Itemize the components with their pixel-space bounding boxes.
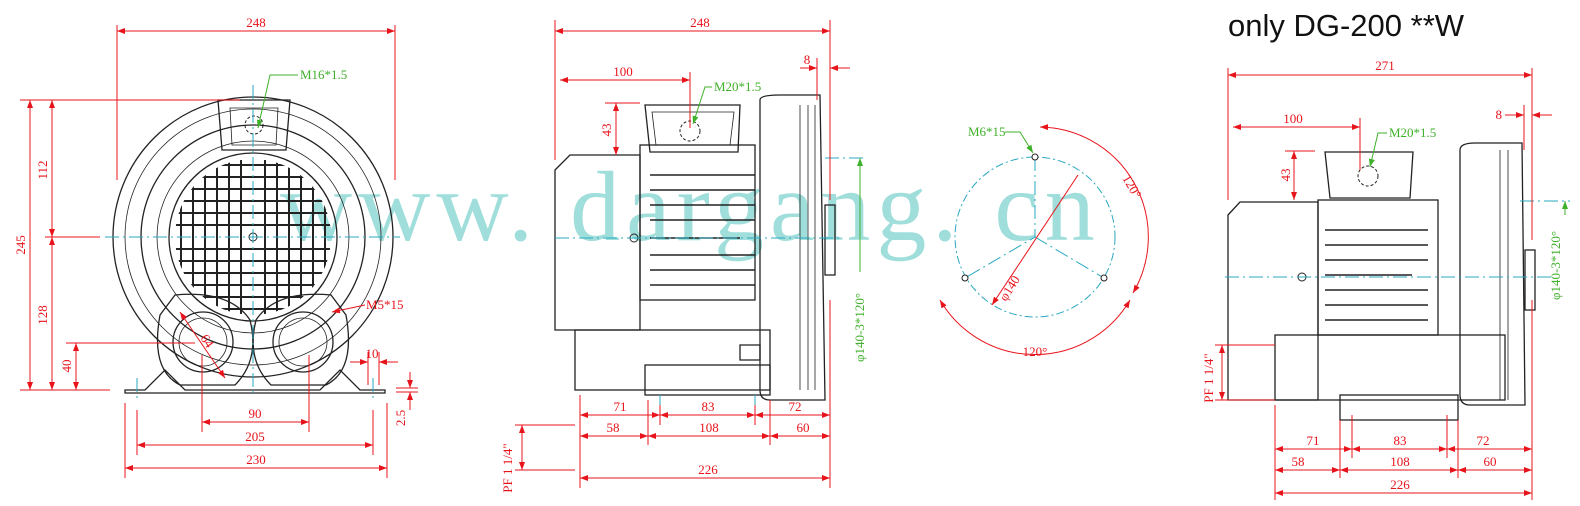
thread-flange-callout: M5*15	[366, 297, 404, 312]
dim-length: 248	[690, 15, 710, 30]
dim-bottom-1a: 71	[614, 399, 627, 414]
port-size-label: PF 1 1/4"	[500, 443, 515, 492]
bolt-hole	[1031, 153, 1039, 161]
dim-bottom-2b: 108	[699, 420, 719, 435]
dim-base-length: 226	[698, 462, 718, 477]
dg200-dim-bottom-2c: 60	[1484, 454, 1497, 469]
mounting-foot	[124, 369, 386, 394]
dg200-dim-bottom-2a: 58	[1292, 454, 1305, 469]
dim-height-lower: 128	[35, 305, 50, 325]
dim-bottom-2c: 60	[797, 420, 810, 435]
bolt-hole	[961, 274, 969, 282]
dg200-dim-terminal-offset: 100	[1283, 111, 1303, 126]
dg200-thread-box-callout: M20*1.5	[1389, 125, 1436, 140]
dim-inlet-height: 40	[59, 360, 74, 373]
dim-box-height: 43	[599, 124, 614, 137]
port-housing	[574, 329, 771, 391]
bolt-circle-diameter: φ140	[996, 273, 1023, 304]
dg200-bottom-dimensions: 71 83 72 58 108 60 226	[1274, 300, 1533, 500]
terminal-box	[644, 104, 741, 153]
dim-mount-holes: 205	[245, 429, 265, 444]
dim-foot-slot: 10	[366, 346, 379, 361]
inlet-flange	[156, 293, 254, 386]
bolt-circle-callout: φ140-3*120°	[852, 293, 867, 362]
dg200-dim-flange-offset: 8	[1496, 107, 1503, 122]
dg200-bolt-circle-callout: φ140-3*120°	[1548, 231, 1563, 300]
dg200-dim-bottom-2b: 108	[1390, 454, 1410, 469]
dim-base-width: 230	[246, 452, 266, 467]
thread-bolt-callout: M6*15	[968, 124, 1006, 139]
watermark: www. dargang. cn	[280, 151, 1101, 262]
outlet-flange	[252, 293, 350, 386]
dim-foot-thickness: 2.5	[393, 410, 408, 426]
outlet-box	[217, 99, 291, 151]
dim-height-upper: 112	[35, 160, 50, 179]
dim-bottom-1c: 72	[789, 399, 802, 414]
dg200-view: only DG-200 **W 271 100 8 43 M20*1.5 φ14…	[1201, 8, 1570, 500]
dim-flange-offset: 8	[804, 52, 811, 67]
variant-title: only DG-200 **W	[1228, 8, 1465, 43]
thread-top-callout: M16*1.5	[300, 67, 347, 82]
dim-bottom-2a: 58	[607, 420, 620, 435]
dim-terminal-offset: 100	[613, 64, 633, 79]
dg200-dim-bottom-1a: 71	[1307, 433, 1320, 448]
angle-bottom: 120°	[1023, 344, 1048, 359]
dg200-port-size-label: PF 1 1/4"	[1201, 353, 1216, 402]
thread-box-callout: M20*1.5	[714, 79, 761, 94]
front-view: 248 245 112 128 40 90 205 230 10 2.5 64 …	[13, 15, 418, 478]
bolt-hole	[1100, 274, 1108, 282]
dg200-dim-base-length: 226	[1390, 477, 1410, 492]
dim-width-top: 248	[246, 15, 266, 30]
dim-bottom-1b: 83	[702, 399, 715, 414]
side-view: 248 100 8 43 M20*1.5 φ140-3*120° PF 1 1/…	[500, 15, 867, 493]
dim-height-total: 245	[13, 235, 28, 255]
side-bottom-dimensions: 71 83 72 58 108 60 226	[579, 300, 831, 488]
dg200-dim-bottom-1b: 83	[1394, 433, 1407, 448]
dim-flange-diameter: 64	[198, 331, 218, 351]
dim-inlet-spacing: 90	[249, 406, 262, 421]
dg200-dim-length: 271	[1375, 58, 1395, 73]
dg200-dim-bottom-1c: 72	[1477, 433, 1490, 448]
dg200-dim-box-height: 43	[1278, 169, 1293, 182]
